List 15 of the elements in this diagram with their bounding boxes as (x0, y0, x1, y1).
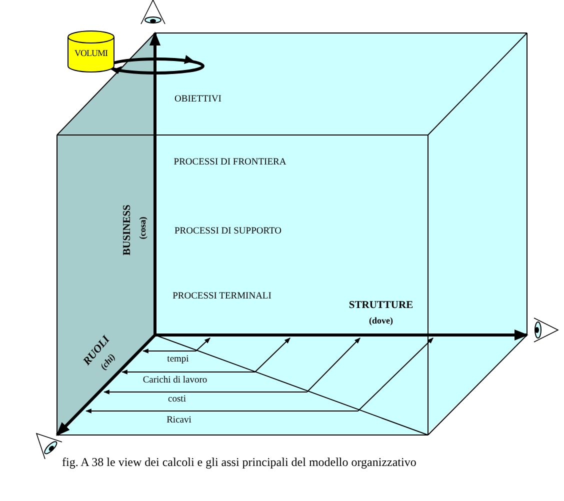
level-label: PROCESSI DI FRONTIERA (174, 158, 286, 168)
level-label: PROCESSI TERMINALI (172, 292, 272, 302)
database-cylinder (67, 30, 115, 74)
axis-label: OBIETTIVI (174, 95, 222, 105)
axis-label: (dove) (369, 316, 393, 326)
node-label: VOLUMI (74, 47, 109, 58)
measure-label: Carichi di lavoro (142, 376, 208, 386)
axis-label: BUSINESS (122, 204, 134, 256)
axis-label: (cosa) (138, 216, 148, 240)
measure-label: Ricavi (166, 416, 192, 426)
measure-label: costi (168, 395, 186, 405)
level-label: PROCESSI DI SUPPORTO (174, 227, 282, 237)
axis-label: STRUTTURE (348, 300, 414, 312)
measure-label: tempi (167, 355, 189, 365)
figure-caption: fig. A 38 le view dei calcoli e gli assi principali del modello organizzativo (62, 455, 416, 470)
